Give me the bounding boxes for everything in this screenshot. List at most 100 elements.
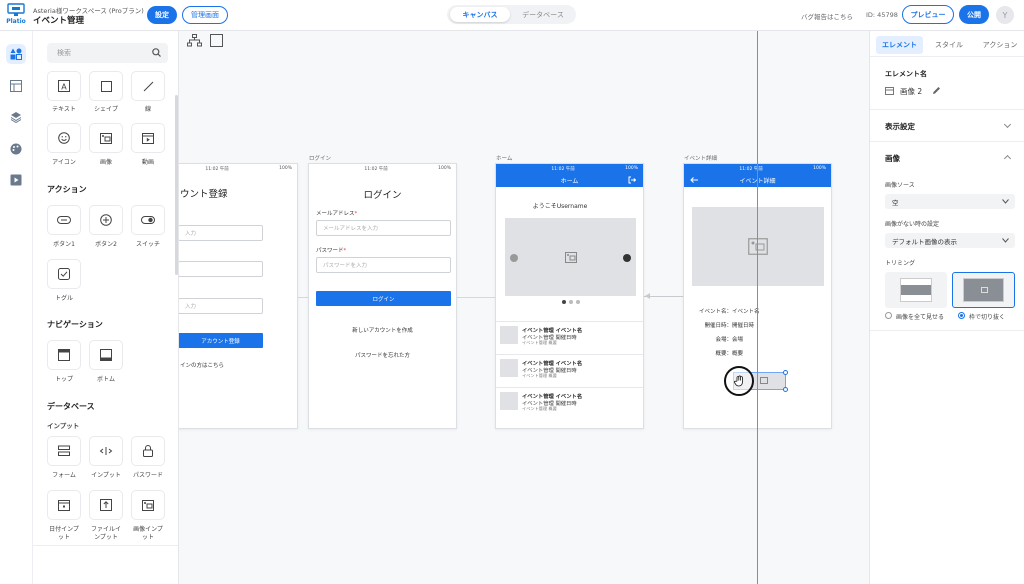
- screen-label: ホーム: [496, 156, 513, 162]
- layout-rail-button[interactable]: [6, 76, 26, 96]
- carousel-dot[interactable]: [569, 300, 573, 304]
- settings-button[interactable]: 設定: [147, 6, 177, 24]
- platio-logo[interactable]: Platio: [4, 3, 28, 29]
- layers-rail-button[interactable]: [6, 107, 26, 127]
- toggle-element-tile[interactable]: [47, 259, 81, 289]
- element-name[interactable]: 画像 2: [900, 87, 923, 96]
- tile-label: ボタン1: [53, 241, 75, 248]
- image-section-heading[interactable]: 画像: [885, 154, 900, 163]
- no-image-select[interactable]: デフォルト画像の表示: [885, 233, 1015, 248]
- line-element-tile[interactable]: [131, 71, 165, 101]
- text-input[interactable]: 入力: [179, 225, 263, 241]
- carousel-prev-icon[interactable]: [510, 254, 518, 262]
- tab-canvas[interactable]: キャンバス: [450, 7, 510, 22]
- list-subtitle: イベント管理 開催日時: [522, 335, 577, 341]
- tab-database[interactable]: データベース: [522, 10, 564, 19]
- trim-fit-option[interactable]: [885, 272, 947, 308]
- forgot-password-link[interactable]: パスワードを忘れた方: [354, 353, 410, 359]
- tab-action[interactable]: アクション: [982, 41, 1018, 49]
- radio-fit[interactable]: [885, 312, 892, 319]
- file-input-element-tile[interactable]: [89, 490, 123, 520]
- status-battery: 100%: [438, 166, 451, 171]
- display-settings-heading[interactable]: 表示設定: [885, 122, 915, 131]
- resize-handle[interactable]: [783, 370, 788, 375]
- search-icon[interactable]: [152, 48, 161, 57]
- list-item[interactable]: イベント管理 イベント名 イベント管理 開催日時 イベント管理 概要: [496, 387, 643, 420]
- bug-report-link[interactable]: バグ報告はこちら: [801, 13, 853, 21]
- top-nav-element-tile[interactable]: [47, 340, 81, 370]
- switch-element-tile[interactable]: [131, 205, 165, 235]
- image-source-select[interactable]: 空: [885, 194, 1015, 209]
- elements-rail-button[interactable]: [6, 44, 26, 64]
- chevron-down-icon[interactable]: [1003, 120, 1012, 129]
- button1-element-tile[interactable]: [47, 205, 81, 235]
- panel-divider: [33, 545, 178, 546]
- carousel-next-icon[interactable]: [623, 254, 631, 262]
- sitemap-icon[interactable]: [187, 34, 202, 47]
- list-title: イベント管理 イベント名: [522, 361, 583, 367]
- no-image-value: デフォルト画像の表示: [892, 237, 957, 246]
- nav-title: ホーム: [560, 177, 579, 185]
- image-input-element-tile[interactable]: [131, 490, 165, 520]
- resize-handle[interactable]: [783, 387, 788, 392]
- image-placeholder-icon: [760, 377, 768, 384]
- register-button[interactable]: アカウント登録: [179, 333, 263, 348]
- divider: [870, 56, 1024, 57]
- chevron-up-icon[interactable]: [1003, 154, 1012, 163]
- text-input[interactable]: [179, 261, 263, 277]
- input-element-tile[interactable]: [89, 436, 123, 466]
- upload-icon: [100, 499, 112, 511]
- create-account-link[interactable]: 新しいアカウントを作成: [352, 328, 413, 334]
- avatar[interactable]: Y: [996, 6, 1014, 24]
- tab-element[interactable]: エレメント: [876, 36, 923, 54]
- logout-icon[interactable]: [628, 176, 636, 184]
- video-element-tile[interactable]: [131, 123, 165, 153]
- edit-pencil-icon[interactable]: [932, 86, 941, 95]
- theme-rail-button[interactable]: [6, 139, 26, 159]
- button2-element-tile[interactable]: [89, 205, 123, 235]
- back-arrow-icon[interactable]: [690, 177, 698, 183]
- admin-button[interactable]: 管理画面: [182, 6, 228, 24]
- date-input-element-tile[interactable]: [47, 490, 81, 520]
- list-item[interactable]: イベント管理 イベント名 イベント管理 開催日時 イベント管理 概要: [496, 354, 643, 387]
- radio-fit-label[interactable]: 画像を全て見せる: [896, 314, 945, 321]
- radio-crop[interactable]: [958, 312, 965, 319]
- grab-hand-icon: [733, 375, 743, 387]
- bottom-nav-element-tile[interactable]: [89, 340, 123, 370]
- image-placeholder-icon: [564, 251, 577, 263]
- status-battery: 100%: [813, 166, 826, 171]
- icon-element-tile[interactable]: [47, 123, 81, 153]
- text-element-tile[interactable]: A: [47, 71, 81, 101]
- frame-icon[interactable]: [210, 34, 223, 47]
- radio-crop-label[interactable]: 枠で切り抜く: [969, 314, 1006, 321]
- email-field[interactable]: メールアドレスを入力: [316, 220, 451, 236]
- carousel-dot[interactable]: [562, 300, 566, 304]
- connector-line: [457, 297, 495, 298]
- list-item[interactable]: イベント管理 イベント名 イベント管理 開催日時 イベント管理 概要: [496, 321, 643, 354]
- field-label: 開催日時：: [704, 323, 732, 329]
- text-input[interactable]: 入力: [179, 298, 263, 314]
- connector-line: [644, 296, 684, 297]
- publish-button[interactable]: 公開: [959, 5, 989, 24]
- media-rail-button[interactable]: [6, 170, 26, 190]
- search-input[interactable]: 検索: [47, 43, 168, 63]
- password-element-tile[interactable]: [131, 436, 165, 466]
- password-field[interactable]: パスワードを入力: [316, 257, 451, 273]
- carousel-image[interactable]: [505, 218, 636, 296]
- shape-element-tile[interactable]: [89, 71, 123, 101]
- image-element-tile[interactable]: [89, 123, 123, 153]
- login-button[interactable]: ログイン: [316, 291, 451, 306]
- tab-style[interactable]: スタイル: [935, 41, 963, 49]
- form-element-tile[interactable]: [47, 436, 81, 466]
- preview-button[interactable]: プレビュー: [902, 5, 954, 24]
- trim-crop-option[interactable]: [952, 272, 1015, 308]
- login-link[interactable]: インの方はこちら: [180, 363, 225, 369]
- panel-scrollbar[interactable]: [175, 95, 178, 275]
- carousel-dot[interactable]: [576, 300, 580, 304]
- form-icon: [58, 445, 70, 456]
- event-image[interactable]: [692, 207, 824, 286]
